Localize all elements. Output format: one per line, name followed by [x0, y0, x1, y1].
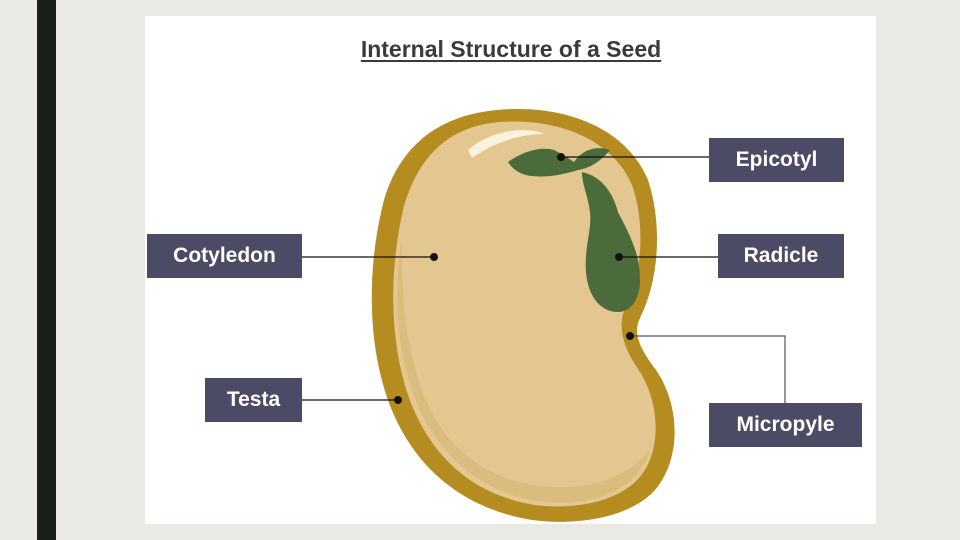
micropyle-label: Micropyle [709, 403, 862, 447]
epicotyl-pointer-dot [557, 153, 565, 161]
seed-shading [397, 240, 650, 503]
seed-cotyledon-shape [393, 121, 656, 507]
testa-label: Testa [205, 378, 302, 422]
slide-accent-bar [37, 0, 56, 540]
seed-highlight [468, 130, 545, 158]
micropyle-leader-line [630, 335, 786, 403]
radicle-pointer-dot [615, 253, 623, 261]
cotyledon-pointer-dot [430, 253, 438, 261]
testa-pointer-dot [394, 396, 402, 404]
diagram-title: Internal Structure of a Seed [360, 36, 662, 62]
micropyle-pointer-dot [626, 332, 634, 340]
radicle-label: Radicle [718, 234, 844, 278]
epicotyl-shape [508, 148, 610, 177]
radicle-shape [582, 172, 640, 312]
epicotyl-label: Epicotyl [709, 138, 844, 182]
cotyledon-label: Cotyledon [147, 234, 302, 278]
